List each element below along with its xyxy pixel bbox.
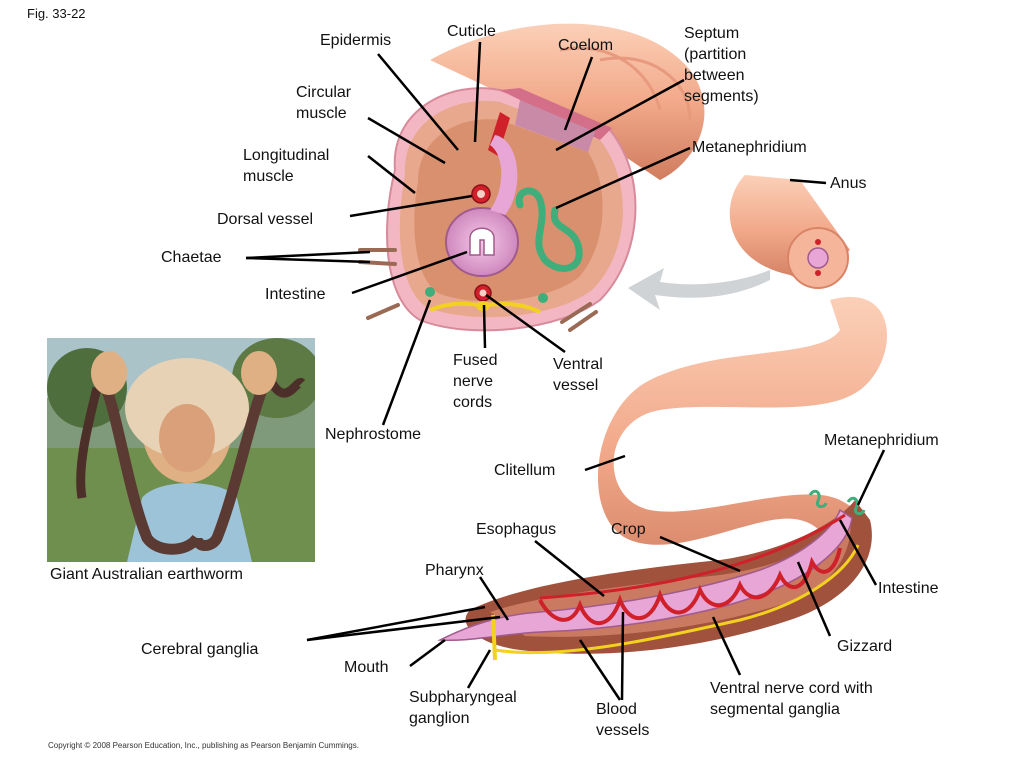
label-fused-nerve-cords: Fused nerve cords <box>453 352 498 411</box>
label-metanephridium-top: Metanephridium <box>692 139 807 156</box>
label-coelom: Coelom <box>558 37 614 54</box>
label-anus: Anus <box>830 175 867 192</box>
label-longitudinal-muscle: Longitudinal muscle <box>243 147 330 185</box>
label-mouth: Mouth <box>344 659 389 676</box>
label-subpharyngeal-ganglion: Subpharyngeal ganglion <box>409 689 517 727</box>
earthworm-body <box>437 175 888 661</box>
label-epidermis: Epidermis <box>320 32 392 49</box>
label-blood-vessels: Blood vessels <box>596 701 650 739</box>
label-intestine-right: Intestine <box>878 580 939 597</box>
label-pharynx: Pharynx <box>425 562 484 579</box>
label-dorsal-vessel: Dorsal vessel <box>217 211 314 228</box>
label-nephrostome: Nephrostome <box>325 426 422 443</box>
label-ventral-vessel: Ventral vessel <box>553 356 603 394</box>
direction-arrow <box>628 268 770 310</box>
copyright-notice: Copyright © 2008 Pearson Education, Inc.… <box>48 741 359 750</box>
label-esophagus: Esophagus <box>476 521 557 538</box>
label-chaetae: Chaetae <box>161 249 222 266</box>
label-intestine-top: Intestine <box>265 286 326 303</box>
figure-id: Fig. 33-22 <box>27 6 86 21</box>
earthworm-photo <box>47 338 315 562</box>
label-septum: Septum (partition between segments) <box>684 25 759 105</box>
label-circular-muscle: Circular muscle <box>296 84 352 122</box>
label-cerebral-ganglia: Cerebral ganglia <box>141 641 259 658</box>
leader-lines <box>245 41 886 701</box>
label-crop: Crop <box>611 521 646 538</box>
label-ventral-nerve-cord: Ventral nerve cord with segmental gangli… <box>710 680 873 718</box>
photo-caption: Giant Australian earthworm <box>50 566 243 583</box>
label-clitellum: Clitellum <box>494 462 556 479</box>
label-gizzard: Gizzard <box>837 638 893 655</box>
label-metanephridium-right: Metanephridium <box>824 432 939 449</box>
label-cuticle: Cuticle <box>447 23 496 40</box>
